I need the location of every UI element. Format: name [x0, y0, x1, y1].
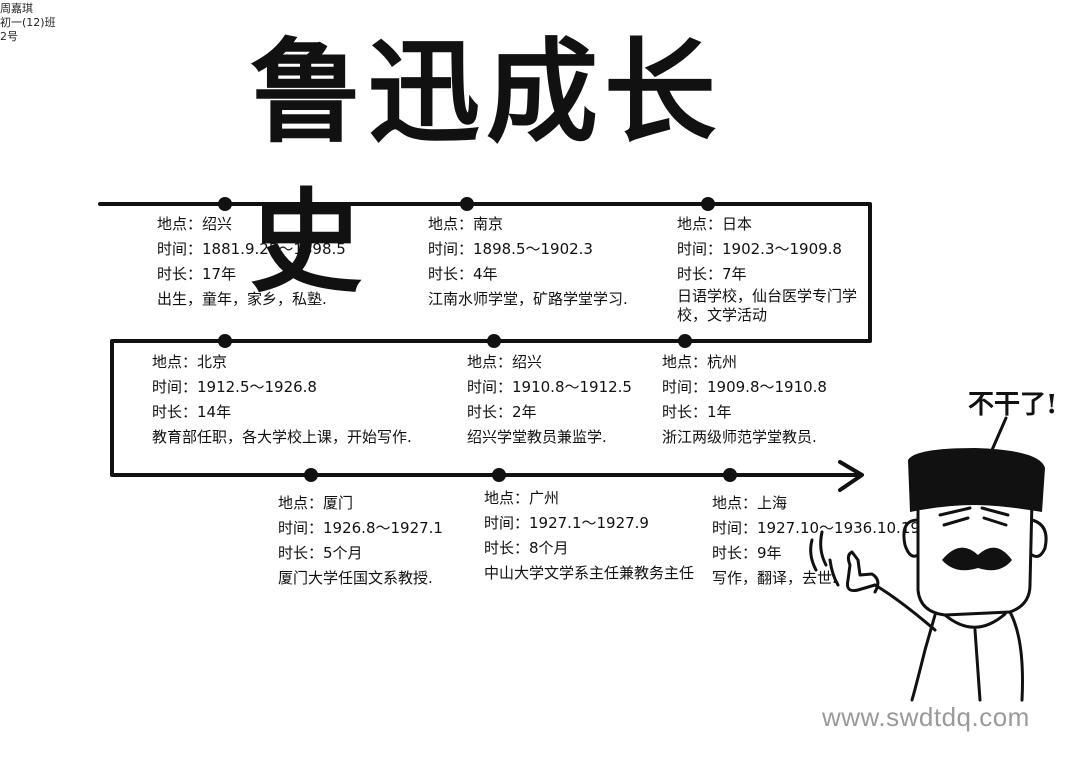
stop-duration: 时长：17年 [157, 265, 237, 283]
stop-place: 地点：上海 [712, 494, 788, 512]
stop-duration: 时长：8个月 [484, 539, 569, 557]
stop-guangzhou: 地点：广州 时间：1927.1～1927.9 时长：8个月 中山大学文学系主任兼… [484, 486, 695, 586]
stop-place: 地点：北京 [152, 353, 228, 371]
stop-time: 时间：1927.1～1927.9 [484, 514, 649, 532]
left-eye [938, 506, 972, 527]
thumb-hand [846, 550, 880, 594]
timeline-dot [487, 334, 501, 348]
timeline-dot [701, 197, 715, 211]
stop-duration: 时长：7年 [677, 265, 747, 283]
stop-hangzhou: 地点：杭州 时间：1909.8～1910.8 时长：1年 浙江两级师范学堂教员. [662, 350, 852, 450]
mustache [942, 547, 1012, 571]
timeline-dot [678, 334, 692, 348]
stop-desc: 中山大学文学系主任兼教务主任 [484, 564, 695, 582]
timeline-dot [218, 197, 232, 211]
page-title: 鲁迅成长史 [250, 27, 722, 308]
stop-duration: 时长：9年 [712, 544, 782, 562]
stop-duration: 时长：1年 [662, 403, 732, 421]
right-ear [1030, 518, 1048, 558]
stop-duration: 时长：4年 [428, 265, 498, 283]
author-name: 周嘉琪 [0, 2, 33, 15]
timeline-dot [723, 468, 737, 482]
hat [908, 448, 1045, 512]
stop-nanjing: 地点：南京 时间：1898.5～1902.3 时长：4年 江南水师学堂，矿路学堂… [428, 212, 658, 312]
author-note: 周嘉琪 初一(12)班 2号 [0, 2, 56, 44]
stop-place: 地点：日本 [677, 215, 753, 233]
author-class: 初一(12)班 [0, 16, 56, 29]
stop-xiamen: 地点：厦门 时间：1926.8～1927.1 时长：5个月 厦门大学任国文系教授… [278, 491, 468, 591]
stop-desc: 教育部任职，各大学校上课，开始写作. [152, 428, 412, 446]
stop-place: 地点：广州 [484, 489, 560, 507]
stop-time: 时间：1912.5～1926.8 [152, 378, 317, 396]
stop-time: 时间：1881.9.25～1898.5 [157, 240, 346, 258]
left-ear [902, 518, 920, 558]
stop-time: 时间：1909.8～1910.8 [662, 378, 827, 396]
collar [943, 612, 1007, 702]
stop-duration: 时长：5个月 [278, 544, 363, 562]
stop-place: 地点：绍兴 [467, 353, 543, 371]
timeline-dot [460, 197, 474, 211]
author-number: 2号 [0, 30, 18, 43]
stop-desc: 写作，翻译，去世. [712, 569, 837, 587]
arrow-head [838, 460, 864, 492]
speech-text: 不干了! [968, 390, 1058, 420]
stop-japan: 地点：日本 时间：1902.3～1909.8 时长：7年 日语学校，仙台医学专门… [677, 212, 867, 325]
stop-place: 地点：绍兴 [157, 215, 233, 233]
stop-shaoxing-1: 地点：绍兴 时间：1881.9.25～1898.5 时长：17年 出生，童年，家… [157, 212, 387, 312]
stop-beijing: 地点：北京 时间：1912.5～1926.8 时长：14年 教育部任职，各大学校… [152, 350, 432, 450]
motion-lines [809, 530, 840, 587]
stop-shanghai: 地点：上海 时间：1927.10～1936.10.19 时长：9年 写作，翻译，… [712, 491, 920, 591]
timeline-dot [492, 468, 506, 482]
speech-line [990, 416, 1008, 452]
stop-place: 地点：南京 [428, 215, 504, 233]
stop-place: 地点：杭州 [662, 353, 738, 371]
stop-time: 时间：1902.3～1909.8 [677, 240, 842, 258]
stop-desc: 日语学校，仙台医学专门学校，文学活动 [677, 287, 858, 324]
stop-desc: 绍兴学堂教员兼监学. [467, 428, 607, 446]
stop-desc: 厦门大学任国文系教授. [278, 569, 433, 587]
stop-duration: 时长：2年 [467, 403, 537, 421]
body-right [1008, 610, 1024, 702]
stop-desc: 浙江两级师范学堂教员. [662, 428, 817, 446]
timeline-dot [218, 334, 232, 348]
stop-desc: 江南水师学堂，矿路学堂学习. [428, 290, 628, 308]
face-outline [916, 498, 1034, 617]
stop-time: 时间：1927.10～1936.10.19 [712, 519, 920, 537]
stop-place: 地点：厦门 [278, 494, 354, 512]
stop-time: 时间：1926.8～1927.1 [278, 519, 443, 537]
body-outline [910, 613, 937, 702]
stop-time: 时间：1898.5～1902.3 [428, 240, 593, 258]
stop-duration: 时长：14年 [152, 403, 232, 421]
stop-shaoxing-2: 地点：绍兴 时间：1910.8～1912.5 时长：2年 绍兴学堂教员兼监学. [467, 350, 657, 450]
luxun-cartoon-illustration [809, 416, 1048, 702]
watermark: www.swdtdq.com [822, 702, 1030, 732]
arm [873, 583, 937, 632]
timeline-dot [304, 468, 318, 482]
stop-time: 时间：1910.8～1912.5 [467, 378, 632, 396]
right-eye [980, 506, 1010, 527]
stop-desc: 出生，童年，家乡，私塾. [157, 290, 327, 308]
